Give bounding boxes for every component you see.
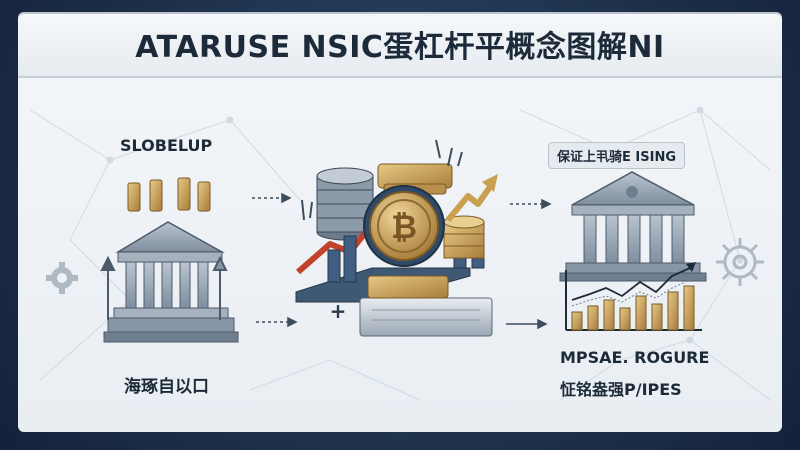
gear-icon (716, 238, 764, 286)
right-caption-line2: 怔铭盎强P/IPES (560, 380, 682, 399)
platform-base (295, 267, 493, 337)
up-arrow-icon (445, 174, 498, 222)
flow-arrow (506, 198, 552, 330)
title-banner: ATARUSE NSIC蛋杠杆平概念图解NI (18, 12, 782, 76)
bank-building-icon (103, 221, 239, 343)
bitcoin-coin-icon: ₿ (363, 185, 445, 267)
bitcoin-symbol: ₿ (391, 208, 417, 246)
bank-building-icon (559, 171, 707, 282)
diagram-title: ATARUSE NSIC蛋杠杆平概念图解NI (135, 30, 665, 65)
plus-sign: + (330, 299, 347, 323)
coin-stack-icon (443, 215, 485, 259)
right-badge: 保证上丮骑E ISING (548, 142, 685, 169)
up-arrow-icon (100, 255, 228, 320)
left-heading: SLOBELUP (120, 136, 213, 155)
left-caption: 海琢自以口 (124, 377, 209, 397)
flow-arrow (252, 192, 298, 328)
right-caption-line1: MPSAE. ROGURE (560, 348, 710, 367)
gold-bar-icon (127, 177, 211, 212)
spark-marks (301, 139, 463, 221)
coin-stack-icon (316, 167, 374, 241)
gear-icon (46, 262, 78, 294)
network-background (29, 106, 771, 401)
bar-chart-icon (565, 262, 702, 331)
